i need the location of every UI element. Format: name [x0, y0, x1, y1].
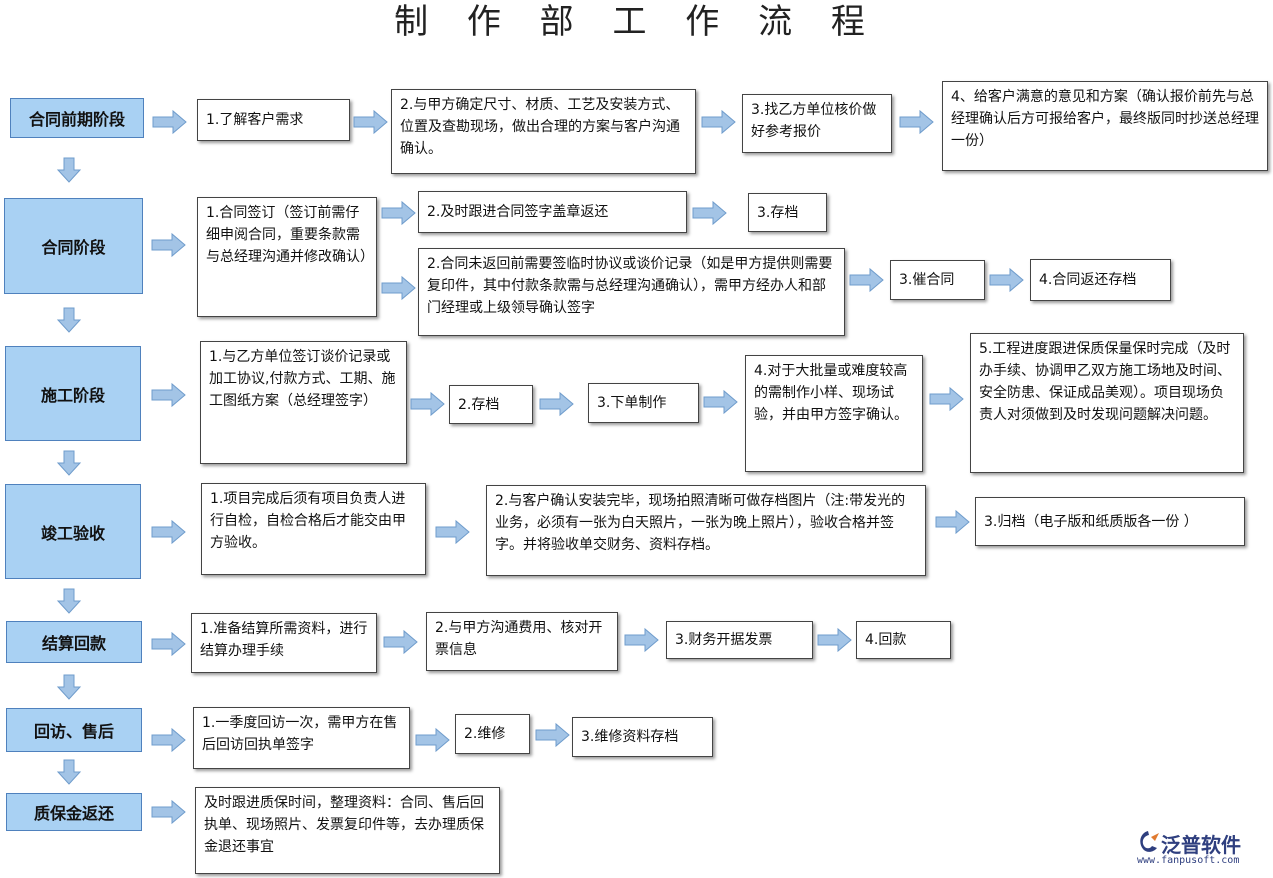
- arrow-r2-a: [151, 233, 186, 257]
- logo-brand-text: 泛普软件: [1161, 833, 1241, 857]
- step-vendor-quote: 3.找乙方单位核价做好参考报价: [742, 94, 892, 153]
- arrow-down-5: [57, 674, 81, 700]
- step-temp-agreement: 2.合同未返回前需要签临时协议或谈价记录（如是甲方提供则需要复印件，其中付款条款…: [418, 248, 845, 336]
- step-contract-return-archive: 4.合同返还存档: [1030, 259, 1171, 301]
- arrow-r5-c: [624, 628, 659, 652]
- arrow-r2-b: [381, 201, 416, 225]
- arrow-r4-c: [935, 510, 970, 534]
- step-deposit-followup: 及时跟进质保时间，整理资料：合同、售后回执单、现场照片、发票复印件等，去办理质保…: [195, 787, 500, 874]
- stage-deposit-return: 质保金返还: [6, 793, 142, 831]
- step-place-order: 3.下单制作: [588, 383, 699, 423]
- step-vendor-agreement: 1.与乙方单位签订谈价记录或加工协议,付款方式、工期、施工图纸方案（总经理签字）: [200, 341, 407, 464]
- step-quarterly-visit: 1.一季度回访一次，需甲方在售后回访回执单签字: [193, 707, 410, 769]
- step-payment-collection: 4.回款: [856, 621, 951, 659]
- arrow-down-1: [57, 157, 81, 183]
- arrow-r1-a: [152, 110, 187, 134]
- arrow-down-6: [57, 759, 81, 785]
- arrow-r2-f: [989, 268, 1024, 292]
- step-urge-contract: 3.催合同: [890, 260, 985, 300]
- arrow-r2-c: [381, 276, 416, 300]
- step-understand-needs: 1.了解客户需求: [197, 99, 350, 141]
- stage-after-sales: 回访、售后: [6, 708, 142, 752]
- arrow-r5-a: [151, 632, 186, 656]
- step-contract-sign: 1.合同签订（签订前需仔细申阅合同，重要条款需与总经理沟通并修改确认）: [197, 197, 377, 317]
- arrow-r1-b: [353, 110, 388, 134]
- arrow-r3-c: [539, 392, 574, 416]
- step-archive-agreement: 2.存档: [449, 385, 533, 424]
- arrow-r6-a: [151, 728, 186, 752]
- step-progress-followup: 5.工程进度跟进保质保量保时完成（及时办手续、协调甲乙双方施工场地及时间、安全防…: [970, 333, 1244, 473]
- arrow-r2-d: [692, 201, 727, 225]
- logo-url-text: www.fanpusoft.com: [1137, 855, 1240, 866]
- arrow-r6-b: [415, 728, 450, 752]
- arrow-r4-a: [151, 520, 186, 544]
- arrow-r3-e: [929, 387, 964, 411]
- step-repair: 2.维修: [455, 714, 530, 754]
- arrow-down-3: [57, 450, 81, 476]
- step-prepare-settlement: 1.准备结算所需资料，进行结算办理手续: [191, 613, 377, 673]
- stage-acceptance: 竣工验收: [5, 484, 141, 579]
- step-verify-invoice: 2.与甲方沟通费用、核对开票信息: [426, 612, 618, 671]
- arrow-r2-e: [849, 268, 884, 292]
- stage-pre-contract: 合同前期阶段: [10, 98, 144, 138]
- step-confirm-install: 2.与客户确认安装完毕，现场拍照清晰可做存档图片（注:带发光的业务，必须有一张为…: [486, 485, 926, 576]
- brand-logo: 泛普软件 www.fanpusoft.com: [1135, 827, 1265, 871]
- step-confirm-plan: 2.与甲方确定尺寸、材质、工艺及安装方式、位置及查勘现场，做出合理的方案与客户沟…: [391, 89, 696, 174]
- arrow-r5-d: [817, 628, 852, 652]
- step-final-archive: 3.归档（电子版和纸质版各一份 ）: [975, 497, 1245, 546]
- step-issue-invoice: 3.财务开据发票: [666, 621, 813, 659]
- arrow-r1-d: [899, 110, 934, 134]
- step-archive-contract: 3.存档: [748, 193, 827, 232]
- arrow-r6-c: [535, 723, 570, 747]
- step-repair-archive: 3.维修资料存档: [572, 717, 713, 757]
- arrow-r5-b: [383, 630, 418, 654]
- stage-settlement: 结算回款: [6, 621, 142, 663]
- arrow-down-4: [57, 588, 81, 614]
- step-follow-stamp: 2.及时跟进合同签字盖章返还: [418, 191, 687, 233]
- arrow-down-2: [57, 307, 81, 333]
- page-title: 制 作 部 工 作 流 程: [394, 2, 879, 42]
- stage-contract: 合同阶段: [4, 198, 143, 294]
- arrow-r3-a: [151, 383, 186, 407]
- arrow-r3-d: [703, 390, 738, 414]
- fanpu-logo-icon: [1140, 831, 1159, 852]
- arrow-r4-b: [435, 520, 470, 544]
- step-self-inspection: 1.项目完成后须有项目负责人进行自检，自检合格后才能交由甲方验收。: [201, 483, 426, 575]
- arrow-r3-b: [410, 392, 445, 416]
- step-sample-trial: 4.对于大批量或难度较高的需制作小样、现场试验，并由甲方签字确认。: [745, 355, 923, 472]
- stage-construction: 施工阶段: [5, 346, 141, 441]
- arrow-r7-a: [151, 800, 186, 824]
- step-customer-proposal: 4、给客户满意的意见和方案（确认报价前先与总经理确认后方可报给客户，最终版同时抄…: [942, 81, 1268, 171]
- arrow-r1-c: [701, 110, 736, 134]
